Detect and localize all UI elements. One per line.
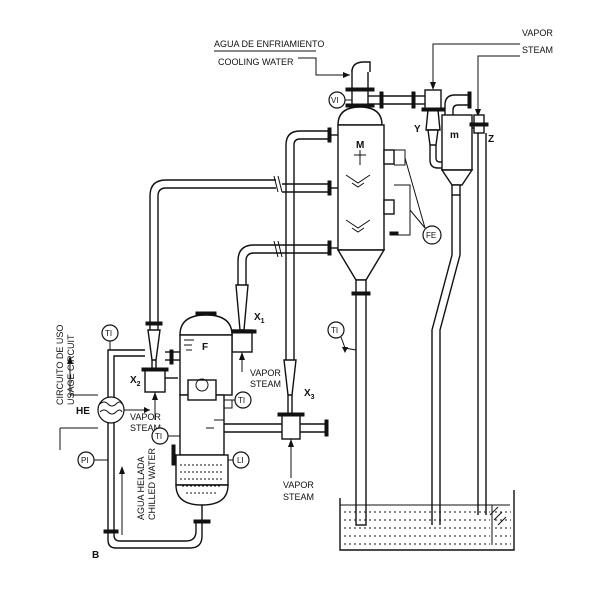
ti-leg-label: TI xyxy=(331,326,338,335)
ejector-y-label: Y xyxy=(414,124,421,135)
vapor-label-x2: VAPOR xyxy=(130,412,161,422)
ti-right-label: TI xyxy=(238,396,245,405)
condenser-small-m xyxy=(440,91,474,196)
steam-label-x2: STEAM xyxy=(130,423,161,433)
heat-exchanger-he xyxy=(59,349,203,549)
ti-instrument-leg xyxy=(327,321,357,353)
vi-label: VI xyxy=(331,96,339,105)
pi-label: PI xyxy=(81,456,89,465)
ejector-z-label: Z xyxy=(488,134,494,145)
chilled-water-label-en: CHILLED WATER xyxy=(147,447,157,520)
vapor-top-label: VAPOR xyxy=(522,28,553,38)
ti-instrument-right xyxy=(224,391,252,409)
evaporator-f-label: F xyxy=(202,342,208,353)
he-label: HE xyxy=(76,406,90,417)
pi-instrument xyxy=(77,451,108,469)
barometric-legs xyxy=(431,133,487,525)
ti-top-label: TI xyxy=(105,329,112,338)
fe-instrument xyxy=(404,157,442,245)
ejector-x2-label: X2 xyxy=(130,375,141,388)
ti-instrument-mid xyxy=(151,427,180,445)
steam-label-x3: STEAM xyxy=(283,492,314,502)
cooling-water-line xyxy=(214,50,350,78)
fe-label: FE xyxy=(426,231,436,240)
cooling-water-label-es: AGUA DE ENFRIAMIENTO xyxy=(214,39,324,49)
condenser-m-label: M xyxy=(356,140,364,151)
water-tank xyxy=(339,490,515,551)
ti-mid-label: TI xyxy=(155,432,162,441)
usage-circuit-label-en: USAGE CIRCUIT xyxy=(66,334,76,405)
li-label: LI xyxy=(237,456,244,465)
cooling-water-label-en: COOLING WATER xyxy=(218,57,294,67)
point-b-label: B xyxy=(92,550,99,561)
vapor-label-x1: VAPOR xyxy=(250,368,281,378)
ejector-x2 xyxy=(141,329,180,420)
ejector-y xyxy=(421,89,445,169)
vapor-line-top xyxy=(145,130,328,360)
vi-instrument xyxy=(328,91,352,109)
li-instrument xyxy=(228,451,250,469)
chilled-water-label-es: AGUA HELADA xyxy=(136,456,146,520)
ejector-x3-label: X3 xyxy=(304,388,315,401)
vapor-label-x3: VAPOR xyxy=(283,480,314,490)
usage-circuit-arrow xyxy=(67,356,98,396)
evaporator-f xyxy=(169,311,233,524)
vapor-steam-top-line xyxy=(430,43,520,117)
condenser-small-m-label: m xyxy=(450,130,459,141)
steam-top-label: STEAM xyxy=(522,45,553,55)
chilled-water-arrow xyxy=(119,466,125,535)
usage-circuit-label-es: CIRCUITO DE USO xyxy=(55,325,65,405)
connection-m-to-y xyxy=(368,91,425,109)
ejector-z xyxy=(469,114,489,134)
vapor-line-x1 xyxy=(237,240,328,285)
steam-label-x1: STEAM xyxy=(250,379,281,389)
condenser-m xyxy=(327,61,411,526)
ti-instrument-top xyxy=(101,324,119,350)
ejector-x1-label: X1 xyxy=(254,312,265,325)
ejector-x3 xyxy=(220,359,329,478)
